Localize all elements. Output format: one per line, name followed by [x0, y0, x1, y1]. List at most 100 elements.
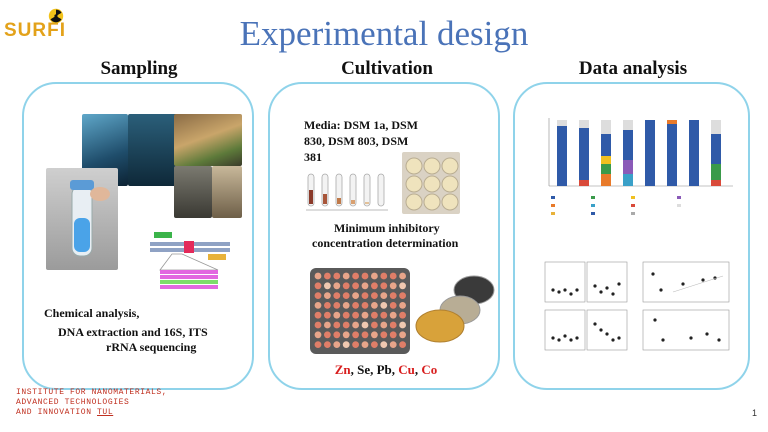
plate-well [389, 292, 397, 299]
tunnel-photo [212, 166, 242, 218]
plate-well [324, 331, 331, 339]
metal-zn: Zn [334, 362, 351, 377]
plate-well [399, 292, 406, 299]
metal-separator: , [391, 362, 399, 377]
plate-well [342, 341, 350, 348]
plate-well [399, 311, 406, 319]
plate-well [361, 321, 369, 329]
heading-sampling: Sampling [100, 58, 178, 79]
plate-well [361, 341, 369, 348]
sequencing-diagram [150, 232, 230, 289]
mic-text-line2: concentration determination [312, 236, 459, 250]
plate-well [380, 302, 388, 309]
heading-data-analysis: Data analysis [578, 58, 688, 79]
sampling-panel: Chemical analysis, DNA extraction and 16… [22, 82, 254, 390]
plate-well [399, 302, 406, 309]
plate-well [371, 292, 378, 299]
plate-well [352, 341, 359, 348]
microplate-photo [310, 268, 410, 354]
plate-well [380, 341, 388, 348]
logo-text: SURFI [4, 20, 66, 41]
plate-well [352, 292, 359, 299]
plate-well [361, 331, 369, 339]
plate-well [333, 331, 341, 339]
metals-container: Zn, Se, Pb, Cu, Co [335, 362, 438, 377]
plate-well [333, 341, 341, 348]
plate-well [371, 282, 378, 290]
diversity-scatter-plots [544, 261, 730, 351]
plate-well [333, 282, 341, 290]
plate-well [389, 282, 397, 290]
plate-well [324, 282, 331, 290]
plate-well [352, 311, 359, 319]
plate-well [380, 272, 388, 280]
plate-well [314, 272, 322, 280]
plate-well [389, 321, 397, 329]
plate-well [389, 272, 397, 280]
footer-line3-prefix: AND INNOVATION [16, 408, 98, 417]
plate-well [352, 331, 359, 339]
plate-well [324, 341, 331, 348]
plate-well [371, 311, 378, 319]
metal-se: Se [357, 362, 371, 377]
plate-well [389, 331, 397, 339]
plate-well [333, 292, 341, 299]
metal-cu: Cu [398, 362, 415, 377]
plate-well [324, 292, 331, 299]
plate-well [314, 331, 322, 339]
plate-well [324, 302, 331, 309]
metal-separator: , [350, 362, 358, 377]
plate-well [333, 311, 341, 319]
footer-line3: AND INNOVATION TUL [16, 408, 167, 418]
relative-abundance-chart [527, 112, 737, 218]
plate-well [380, 331, 388, 339]
microplate-wells [314, 272, 406, 348]
plate-well [389, 302, 397, 309]
plate-well [342, 282, 350, 290]
plate-well [371, 341, 378, 348]
plate-well [361, 302, 369, 309]
plate-well [371, 272, 378, 280]
tube-icon [70, 180, 110, 257]
footer-line2: ADVANCED TECHNOLOGIES [16, 398, 130, 407]
heading-cultivation: Cultivation [341, 58, 433, 79]
mic-text-line1: Minimum inhibitory [334, 221, 440, 235]
plate-well [352, 321, 359, 329]
plate-well [380, 282, 388, 290]
sample-tube-photo [46, 168, 118, 270]
plate-well [371, 321, 378, 329]
media-text-line2: 830, DSM 803, DSM [304, 134, 409, 148]
plate-well [361, 272, 369, 280]
plate-well [342, 321, 350, 329]
plate-well [314, 292, 322, 299]
petri-dishes-icon [415, 275, 495, 343]
radiation-icon [48, 8, 64, 24]
plate-well [324, 311, 331, 319]
chart-legend [551, 196, 681, 215]
plate-well [342, 331, 350, 339]
plate-well [389, 341, 397, 348]
plate-well [314, 311, 322, 319]
plate-well [371, 331, 378, 339]
plate-well [389, 311, 397, 319]
footer-line1: INSTITUTE FOR NANOMATERIALS, [16, 388, 168, 397]
rock-photo [174, 114, 242, 166]
plate-well [371, 302, 378, 309]
plate-well [314, 341, 322, 348]
rrna-sequencing-text: rRNA sequencing [106, 340, 197, 354]
metal-separator: , [370, 362, 377, 377]
plate-well [361, 282, 369, 290]
plate-well [314, 321, 322, 329]
plate-well [342, 311, 350, 319]
plate-well [399, 272, 406, 280]
plate-well [380, 321, 388, 329]
plate-well [380, 311, 388, 319]
plate-well [352, 302, 359, 309]
plate-well [314, 302, 322, 309]
data-analysis-panel [513, 82, 750, 390]
metal-separator: , [414, 362, 422, 377]
media-text-line3: 381 [304, 150, 322, 164]
tunnel-photo [174, 166, 212, 218]
slide-title: Experimental design [239, 14, 529, 53]
plate-well [352, 282, 359, 290]
